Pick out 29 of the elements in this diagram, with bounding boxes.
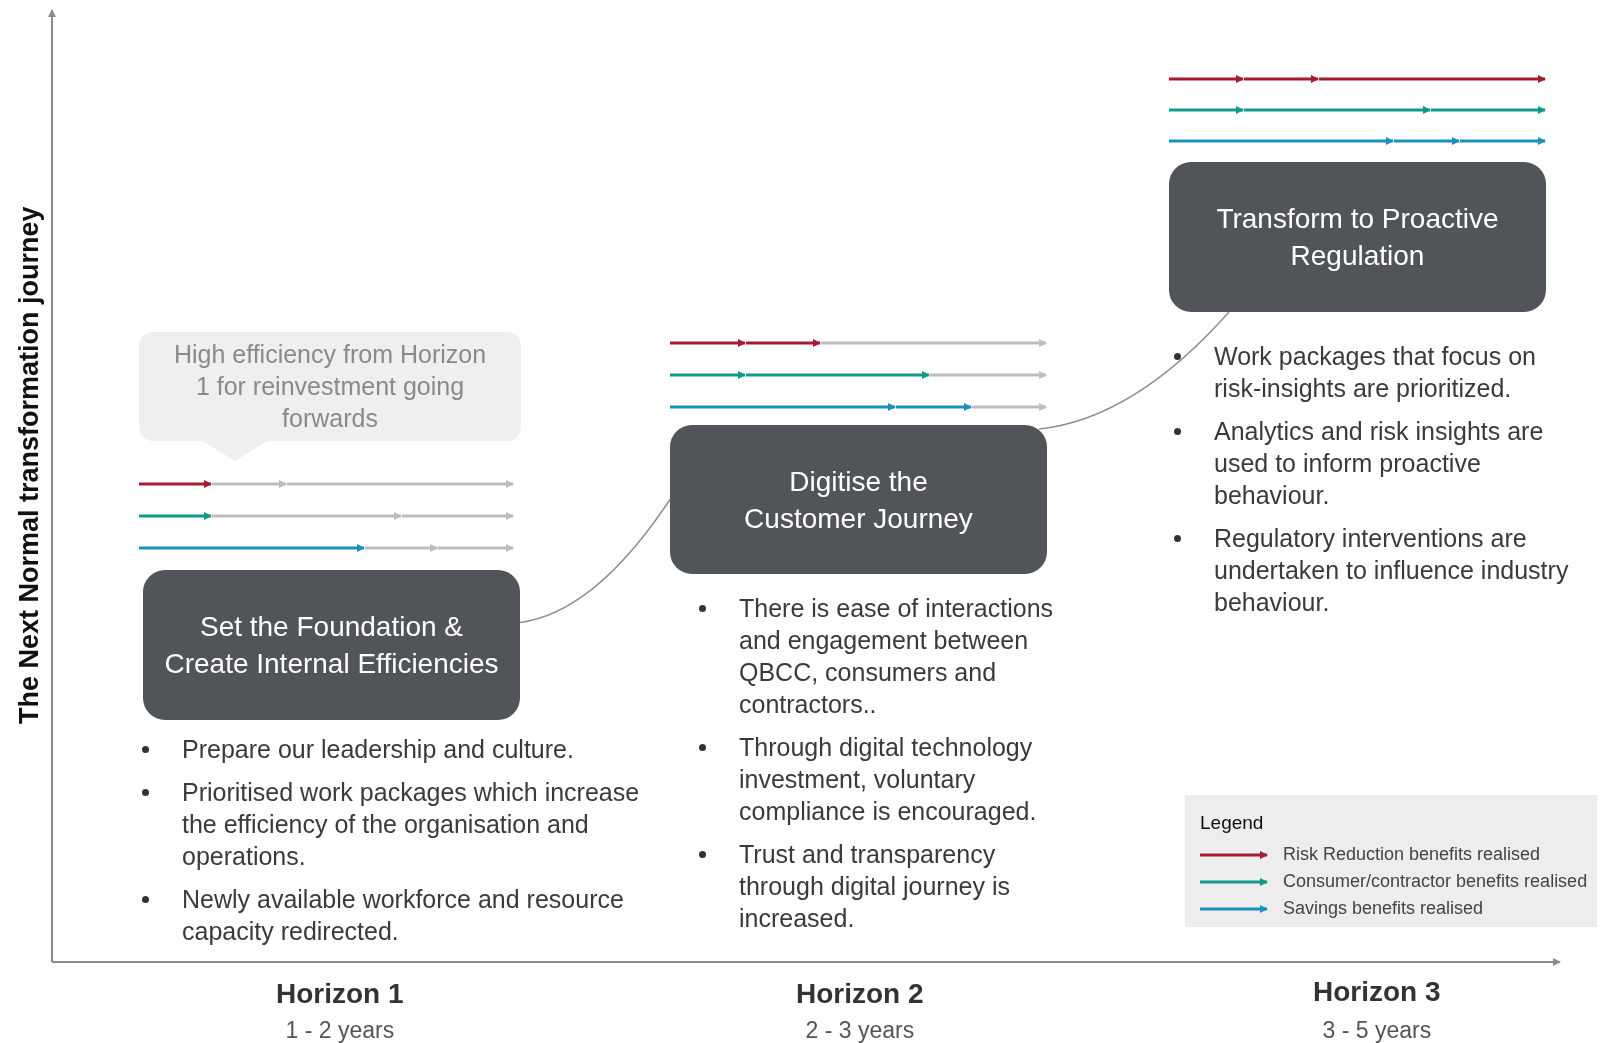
bullet-point-text: There is ease of interactions and engagement between QBCC, consumers and contractors.. <box>733 592 1078 720</box>
legend-title: Legend <box>1200 812 1264 834</box>
stage-title: Transform to Proactive Regulation <box>1215 202 1500 273</box>
connector-line <box>1038 311 1230 430</box>
horizon-label: Horizon 3 <box>1313 976 1441 1008</box>
bullet-point-text: Prioritised work packages which increase the efficiency of the organisation and operations. <box>176 776 646 872</box>
bullet-point-text: Through digital technology investment, voluntary compliance is encouraged. <box>733 731 1078 827</box>
stage-title: Digitise the Customer Journey <box>743 464 974 536</box>
connector-line <box>519 498 671 624</box>
bullet-point-text: Prepare our leadership and culture. <box>176 733 646 765</box>
duration-label: 1 - 2 years <box>285 1017 395 1043</box>
stage-box <box>1169 162 1546 312</box>
stage-title: Set the Foundation & Create Internal Efficiencies <box>163 610 500 681</box>
bullet-point-text: Work packages that focus on risk-insights are prioritized. <box>1208 340 1573 404</box>
duration-label: 2 - 3 years <box>805 1017 915 1043</box>
callout-text: High efficiency from Horizon 1 for reinvestment going forwards <box>173 340 487 432</box>
horizon-label: Horizon 1 <box>276 978 404 1010</box>
axis-title: The Next Normal transformation journey <box>14 206 45 724</box>
duration-label: 3 - 5 years <box>1322 1017 1432 1043</box>
legend-text: Consumer/contractor benefits realised <box>1283 871 1588 892</box>
horizon-label: Horizon 2 <box>796 978 924 1010</box>
stage-box <box>143 570 520 720</box>
bullet-point-text: Trust and transparency through digital journey is increased. <box>733 838 1078 934</box>
stage-box <box>670 425 1047 574</box>
legend-text: Savings benefits realised <box>1283 898 1484 919</box>
bullet-point-text: Regulatory interventions are undertaken to influence industry behaviour. <box>1208 522 1573 618</box>
legend-text: Risk Reduction benefits realised <box>1283 844 1541 865</box>
bullet-point-text: Newly available workforce and resource capacity redirected. <box>176 883 646 947</box>
bullet-point-text: Analytics and risk insights are used to inform proactive behaviour. <box>1208 415 1573 511</box>
